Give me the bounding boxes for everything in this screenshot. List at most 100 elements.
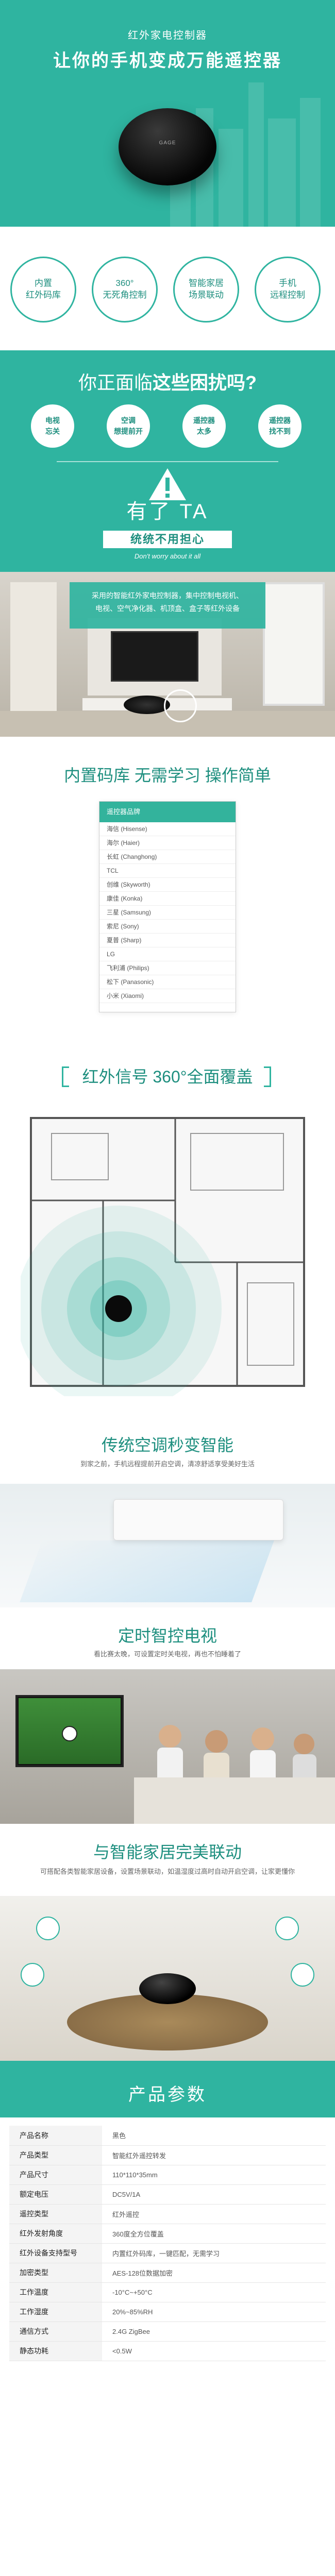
couch <box>134 1777 335 1824</box>
ir-coverage-section: 红外信号 360°全面覆盖 <box>0 1046 335 1417</box>
hero-banner: 红外家电控制器 让你的手机变成万能遥控器 GAGE <box>0 0 335 227</box>
param-value: 黑色 <box>102 2126 326 2146</box>
overlay-line: 电视、空气净化器、机顶盒、盒子等红外设备 <box>95 604 240 613</box>
param-key: 工作温度 <box>9 2282 102 2302</box>
trouble-tag: 遥控器太多 <box>182 404 226 448</box>
param-value: 红外遥控 <box>102 2204 326 2224</box>
window <box>263 582 325 706</box>
feature-360-control: 360° 无死角控制 <box>92 257 158 323</box>
brand-list-item: LG <box>99 947 236 961</box>
feature-line2: 无死角控制 <box>103 290 147 300</box>
param-key: 产品类型 <box>9 2145 102 2165</box>
params-title: 产品参数 <box>128 2085 207 2105</box>
airflow-decoration <box>20 1540 274 1602</box>
app-screenshot: 遥控器品牌 海信 (Hisense) 海尔 (Haier) 长虹 (Changh… <box>99 801 236 1012</box>
param-value: 2.4G ZigBee <box>102 2321 326 2342</box>
feature-line1: 智能家居 <box>189 278 224 289</box>
warning-icon <box>149 468 186 500</box>
param-key: 加密类型 <box>9 2263 102 2283</box>
param-value: DC5V/1A <box>102 2184 326 2205</box>
params-row: 工作温度-10°C~+50°C <box>9 2282 326 2302</box>
television <box>111 631 198 682</box>
ir-coverage-title: 红外信号 360°全面覆盖 <box>82 1067 253 1086</box>
feature-line2: 场景联动 <box>189 290 224 300</box>
trouble-tag: 空调想提前开 <box>107 404 150 448</box>
brand-list-item: 创维 (Skyworth) <box>99 878 236 892</box>
app-section: 内置码库 无需学习 操作简单 遥控器品牌 海信 (Hisense) 海尔 (Ha… <box>0 737 335 1046</box>
highlight-ring <box>164 689 197 722</box>
tag-line2: 忘关 <box>45 427 60 435</box>
params-row: 遥控类型红外遥控 <box>9 2204 326 2224</box>
trouble-tags: 电视忘关 空调想提前开 遥控器太多 遥控器找不到 <box>0 404 335 451</box>
light-icon <box>36 1917 60 1940</box>
title-bracket-right <box>264 1066 271 1087</box>
param-value: AES-128位数据加密 <box>102 2263 326 2283</box>
params-row: 产品类型智能红外遥控转发 <box>9 2145 326 2165</box>
hero-subtitle: 红外家电控制器 <box>128 30 207 41</box>
tv-section-desc: 看比赛太晚，可设置定时关电视，再也不怕睡着了 <box>93 1650 241 1658</box>
feature-ir-library: 内置 红外码库 <box>10 257 76 323</box>
params-row: 红外设备支持型号内置红外码库，一键匹配，无需学习 <box>9 2243 326 2263</box>
tag-line2: 找不到 <box>269 427 291 435</box>
brand-list-item: 海尔 (Haier) <box>99 836 236 850</box>
divider-line <box>57 461 278 462</box>
brand-list-item: 海信 (Hisense) <box>99 822 236 836</box>
trouble-question-bold: 这些困扰吗? <box>153 372 257 393</box>
brand-list-item: 康佳 (Konka) <box>99 892 236 906</box>
worry-cn-label: 统统不用担心 <box>103 531 232 548</box>
feature-line2: 远程控制 <box>270 290 305 300</box>
param-key: 额定电压 <box>9 2184 102 2205</box>
product-page: 红外家电控制器 让你的手机变成万能遥控器 GAGE 内置 红外码库 360° 无… <box>0 0 335 2377</box>
brand-list-item: 索尼 (Sony) <box>99 920 236 934</box>
param-key: 遥控类型 <box>9 2204 102 2224</box>
param-key: 静态功耗 <box>9 2341 102 2361</box>
tag-line1: 电视 <box>45 416 60 425</box>
curtain-icon <box>275 1917 299 1940</box>
soccer-ball-icon <box>62 1726 77 1741</box>
smart-home-title: 与智能家居完美联动 <box>93 1843 242 1861</box>
trouble-tag: 遥控器找不到 <box>258 404 301 448</box>
feature-scene-linkage: 智能家居 场景联动 <box>173 257 239 323</box>
params-row: 静态功耗<0.5W <box>9 2341 326 2361</box>
ac-section-title: 传统空调秒变智能 <box>101 1436 233 1454</box>
param-key: 红外设备支持型号 <box>9 2243 102 2263</box>
worry-band: 统统不用担心 Don't worry about it all <box>0 531 335 572</box>
tv-section-title: 定时智控电视 <box>118 1626 217 1645</box>
smart-home-desc: 可搭配各类智能家居设备，设置场景联动，如温湿度过高时自动开启空调，让家更懂你 <box>40 1868 295 1875</box>
param-key: 工作湿度 <box>9 2302 102 2322</box>
feature-remote-control: 手机 远程控制 <box>255 257 321 323</box>
feature-line1: 360° <box>115 278 134 289</box>
trouble-tag: 电视忘关 <box>31 404 74 448</box>
have-it-heading: 有了 TA <box>126 500 209 523</box>
ir-controller-device-image: GAGE <box>119 108 216 185</box>
brand-list-item: 飞利浦 (Philips) <box>99 961 236 975</box>
param-value: 智能红外遥控转发 <box>102 2145 326 2165</box>
param-key: 通信方式 <box>9 2321 102 2342</box>
tag-line2: 太多 <box>197 427 211 435</box>
ir-controller-device-image <box>124 696 170 714</box>
param-value: 360度全方位覆盖 <box>102 2224 326 2244</box>
tv-section: 定时智控电视 看比赛太晚，可设置定时关电视，再也不怕睡着了 <box>0 1607 335 1824</box>
feature-line1: 手机 <box>279 278 296 289</box>
trouble-section: 你正面临这些困扰吗? 电视忘关 空调想提前开 遥控器太多 遥控器找不到 有了 T… <box>0 350 335 531</box>
socket-icon <box>291 1963 314 1987</box>
brand-list-item: 长虹 (Changhong) <box>99 850 236 864</box>
brand-list-item: 夏普 (Sharp) <box>99 934 236 947</box>
tag-line1: 遥控器 <box>269 416 291 425</box>
tag-line2: 想提前开 <box>114 427 143 435</box>
ac-section-desc: 到家之前，手机远程提前开启空调，清凉舒适享受美好生活 <box>80 1460 255 1468</box>
brand-list-item: 三星 (Samsung) <box>99 906 236 920</box>
sensor-icon <box>21 1963 44 1987</box>
overlay-line: 采用的智能红外家电控制器，集中控制电视机、 <box>92 591 243 600</box>
living-overlay-text: 采用的智能红外家电控制器，集中控制电视机、 电视、空气净化器、机顶盒、盒子等红外… <box>70 582 265 629</box>
param-value: 110*110*35mm <box>102 2165 326 2185</box>
trouble-question: 你正面临这些困扰吗? <box>0 368 335 395</box>
param-value: 20%~85%RH <box>102 2302 326 2322</box>
